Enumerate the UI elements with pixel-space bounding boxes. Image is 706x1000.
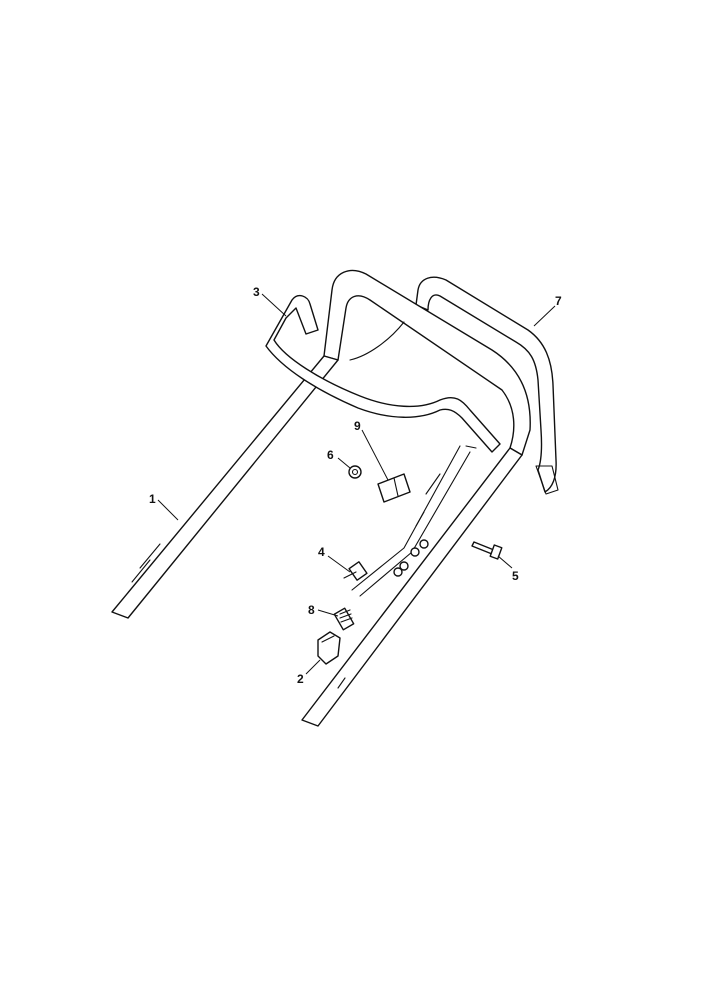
brake-cable xyxy=(343,445,477,597)
callout-7: 7 xyxy=(555,294,562,308)
callout-2: 2 xyxy=(297,672,304,686)
drive-bail-lever xyxy=(415,276,559,495)
cable-adjuster xyxy=(333,607,355,631)
callout-9: 9 xyxy=(354,419,361,433)
main-handle xyxy=(111,269,531,727)
nut xyxy=(348,465,362,479)
washers xyxy=(393,539,429,577)
callout-4: 4 xyxy=(318,545,325,559)
lower-handle-tube xyxy=(111,355,339,619)
callout-8: 8 xyxy=(308,603,315,617)
cable-guide-block xyxy=(377,473,411,503)
brake-bail-lever xyxy=(265,294,501,453)
callout-5: 5 xyxy=(512,569,519,583)
cable-clip xyxy=(317,631,341,665)
callout-6: 6 xyxy=(327,448,334,462)
callout-1: 1 xyxy=(149,492,156,506)
leader-lines xyxy=(157,293,556,675)
callout-3: 3 xyxy=(253,285,260,299)
callouts: 1 2 3 4 5 6 7 8 9 xyxy=(149,285,562,686)
handle-bolt xyxy=(471,541,503,560)
